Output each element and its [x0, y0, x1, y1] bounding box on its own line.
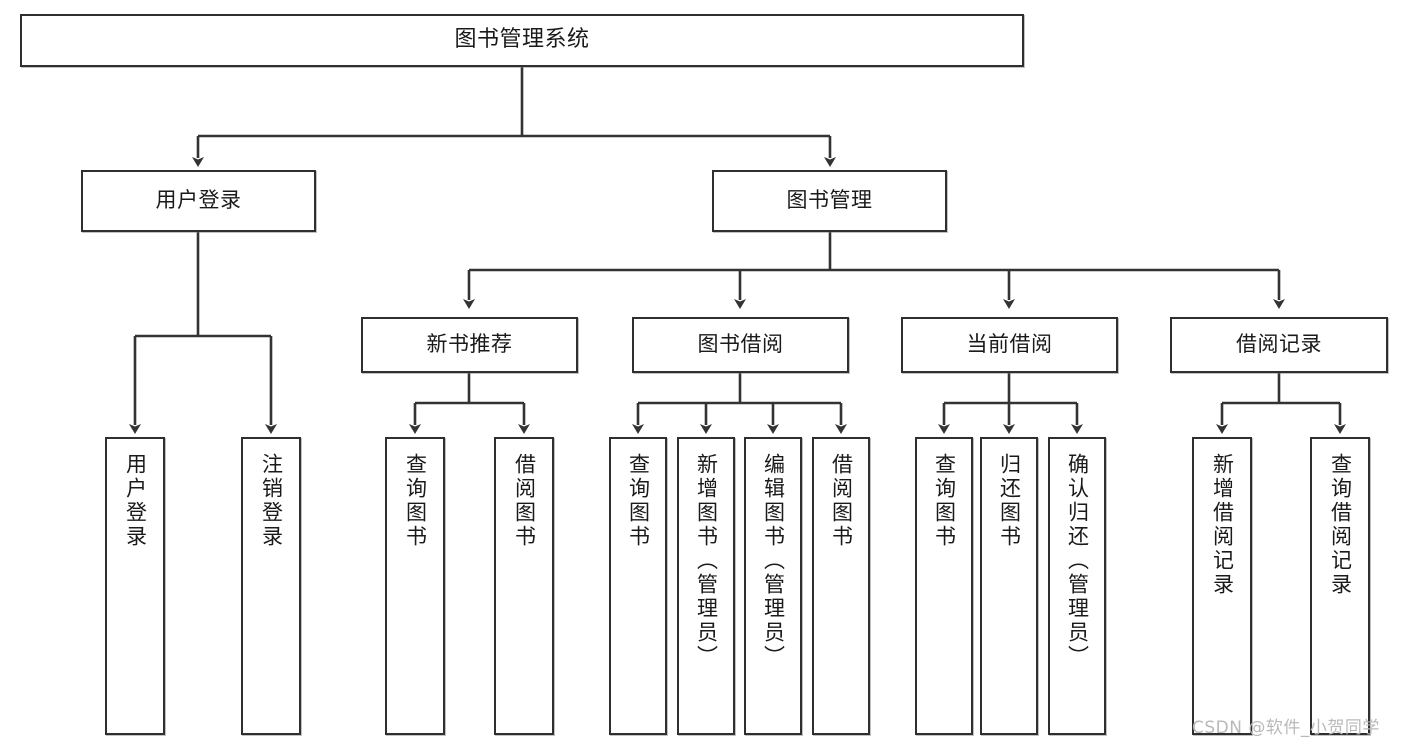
- node-leaf-query-book-2-label: 查询图书: [626, 453, 651, 549]
- node-borrow-record[interactable]: 借阅记录: [1170, 317, 1388, 373]
- node-leaf-add-book[interactable]: 新增图书（管理员）: [677, 437, 735, 735]
- node-root-label: 图书管理系统: [454, 27, 590, 53]
- node-leaf-add-record[interactable]: 新增借阅记录: [1192, 437, 1252, 735]
- node-leaf-query-book-1[interactable]: 查询图书: [385, 437, 445, 735]
- node-leaf-borrow-book-2-label: 借阅图书: [829, 453, 854, 549]
- node-user-login[interactable]: 用户登录: [81, 170, 316, 232]
- node-leaf-confirm-return[interactable]: 确认归还（管理员）: [1048, 437, 1106, 735]
- node-leaf-query-record[interactable]: 查询借阅记录: [1310, 437, 1370, 735]
- node-current-borrow[interactable]: 当前借阅: [901, 317, 1118, 373]
- node-user-login-label: 用户登录: [155, 188, 242, 213]
- node-leaf-query-book-1-label: 查询图书: [403, 453, 428, 549]
- node-leaf-logout-login[interactable]: 注销登录: [241, 437, 301, 735]
- node-leaf-edit-book-label: 编辑图书（管理员）: [761, 453, 786, 669]
- node-leaf-query-book-2[interactable]: 查询图书: [609, 437, 667, 735]
- node-leaf-query-record-label: 查询借阅记录: [1328, 453, 1353, 597]
- node-borrow-record-label: 借阅记录: [1236, 332, 1322, 357]
- node-book-manage[interactable]: 图书管理: [712, 170, 947, 232]
- node-leaf-user-login-label: 用户登录: [123, 453, 148, 549]
- node-leaf-return-book[interactable]: 归还图书: [980, 437, 1038, 735]
- node-leaf-confirm-return-label: 确认归还（管理员）: [1065, 453, 1090, 669]
- node-book-borrow-label: 图书借阅: [697, 332, 784, 357]
- node-leaf-borrow-book-1-label: 借阅图书: [512, 453, 537, 549]
- node-new-book-recommend[interactable]: 新书推荐: [361, 317, 578, 373]
- node-leaf-user-login[interactable]: 用户登录: [105, 437, 165, 735]
- node-book-manage-label: 图书管理: [786, 188, 873, 213]
- node-new-book-recommend-label: 新书推荐: [426, 332, 513, 357]
- node-leaf-borrow-book-2[interactable]: 借阅图书: [812, 437, 870, 735]
- node-leaf-query-book-3-label: 查询图书: [932, 453, 957, 549]
- node-leaf-borrow-book-1[interactable]: 借阅图书: [494, 437, 554, 735]
- node-current-borrow-label: 当前借阅: [966, 332, 1053, 357]
- node-leaf-edit-book[interactable]: 编辑图书（管理员）: [744, 437, 802, 735]
- node-root[interactable]: 图书管理系统: [20, 14, 1024, 67]
- node-book-borrow[interactable]: 图书借阅: [632, 317, 849, 373]
- node-leaf-add-record-label: 新增借阅记录: [1210, 453, 1235, 597]
- node-leaf-return-book-label: 归还图书: [997, 453, 1022, 549]
- node-leaf-add-book-label: 新增图书（管理员）: [694, 453, 719, 669]
- node-leaf-query-book-3[interactable]: 查询图书: [915, 437, 973, 735]
- node-leaf-logout-login-label: 注销登录: [259, 453, 284, 549]
